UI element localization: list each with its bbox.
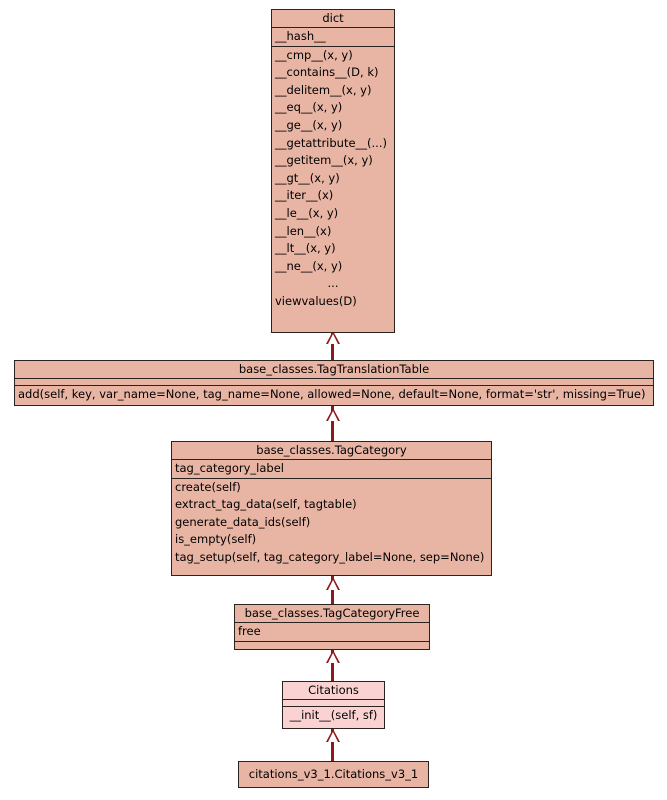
class-methods-dict: __cmp__(x, y) __contains__(D, k) __delit…: [272, 45, 394, 311]
class-header-tagcategoryfree: base_classes.TagCategoryFree: [235, 605, 429, 622]
class-box-citations[interactable]: Citations __init__(self, sf): [282, 681, 385, 729]
class-name-dict: dict: [322, 11, 344, 25]
class-box-tagcategory[interactable]: base_classes.TagCategory tag_category_la…: [171, 441, 492, 576]
method-row: __getitem__(x, y): [275, 153, 373, 168]
method-row: __gt__(x, y): [275, 170, 340, 185]
class-attributes-dict: __hash__: [272, 27, 394, 46]
method-row: viewvalues(D): [275, 293, 357, 308]
method-row: __delitem__(x, y): [275, 82, 372, 97]
method-row: __eq__(x, y): [275, 100, 343, 115]
inheritance-arrowhead-tagcategoryfree-to-tagcategory: [325, 577, 340, 590]
method-row: is_empty(self): [175, 532, 257, 547]
class-header-tagtranslationtable: base_classes.TagTranslationTable: [15, 361, 653, 378]
class-attributes-citations: [283, 699, 384, 706]
class-name-tagcategory: base_classes.TagCategory: [256, 443, 407, 457]
inheritance-line-tagtranslationtable-to-dict: [331, 332, 334, 360]
method-row: tag_setup(self, tag_category_label=None,…: [175, 549, 485, 564]
attribute-row: free: [238, 624, 261, 638]
method-row: __init__(self, sf): [289, 708, 378, 722]
attribute-row: tag_category_label: [175, 461, 284, 475]
inheritance-arrowhead-citations-v3-1-to-citations: [325, 729, 340, 742]
class-name-tagtranslationtable: base_classes.TagTranslationTable: [238, 362, 430, 376]
method-row: __ge__(x, y): [275, 117, 343, 132]
class-methods-tagcategory: create(self) extract_tag_data(self, tagt…: [172, 477, 491, 567]
class-attributes-tagcategoryfree: free: [235, 622, 429, 641]
method-row: __le__(x, y): [275, 205, 339, 220]
class-methods-citations: __init__(self, sf): [283, 706, 384, 725]
inheritance-line-citations-to-tagcategoryfree: [331, 650, 334, 682]
method-row: __iter__(x): [275, 188, 334, 203]
class-header-citations: Citations: [283, 682, 384, 699]
inheritance-arrowhead-tagcategory-to-tagtranslationtable: [325, 408, 340, 421]
method-row: add(self, key, var_name=None, tag_name=N…: [18, 387, 646, 401]
method-row-ellipsis: ...: [327, 276, 339, 291]
inheritance-arrowhead-citations-to-tagcategoryfree: [325, 650, 340, 663]
method-row: __getattribute__(...): [275, 135, 387, 150]
class-box-dict[interactable]: dict __hash__ __cmp__(x, y) __contains__…: [271, 9, 395, 333]
method-row: __len__(x): [275, 223, 332, 238]
class-attributes-tagtranslationtable: [15, 378, 653, 385]
method-row: __contains__(D, k): [275, 65, 379, 80]
class-attributes-tagcategory: tag_category_label: [172, 459, 491, 478]
class-header-tagcategory: base_classes.TagCategory: [172, 442, 491, 459]
class-methods-tagcategoryfree: [235, 640, 429, 648]
inheritance-arrowhead-tagtranslationtable-to-dict: [325, 331, 340, 344]
attribute-row: __hash__: [275, 29, 326, 43]
class-name-tagcategoryfree: base_classes.TagCategoryFree: [244, 606, 420, 620]
method-row: __lt__(x, y): [275, 241, 336, 256]
method-row: generate_data_ids(self): [175, 514, 311, 529]
class-name-citations-v3-1: citations_v3_1.Citations_v3_1: [248, 767, 419, 781]
method-row: __ne__(x, y): [275, 258, 343, 273]
class-box-tagcategoryfree[interactable]: base_classes.TagCategoryFree free: [234, 604, 430, 650]
inheritance-line-tagcategoryfree-to-tagcategory: [331, 576, 334, 606]
class-name-citations: Citations: [308, 683, 359, 697]
method-row: extract_tag_data(self, tagtable): [175, 497, 357, 512]
class-box-citations-v3-1[interactable]: citations_v3_1.Citations_v3_1: [238, 761, 429, 788]
method-row: create(self): [175, 479, 241, 494]
method-row: __cmp__(x, y): [275, 47, 353, 62]
class-methods-tagtranslationtable: add(self, key, var_name=None, tag_name=N…: [15, 385, 653, 404]
inheritance-line-citations-v3-1-to-citations: [331, 729, 334, 761]
class-box-tagtranslationtable[interactable]: base_classes.TagTranslationTable add(sel…: [14, 360, 654, 406]
class-header-dict: dict: [272, 10, 394, 27]
class-header-citations-v3-1: citations_v3_1.Citations_v3_1: [239, 762, 428, 787]
inheritance-line-tagcategory-to-tagtranslationtable: [331, 406, 334, 442]
